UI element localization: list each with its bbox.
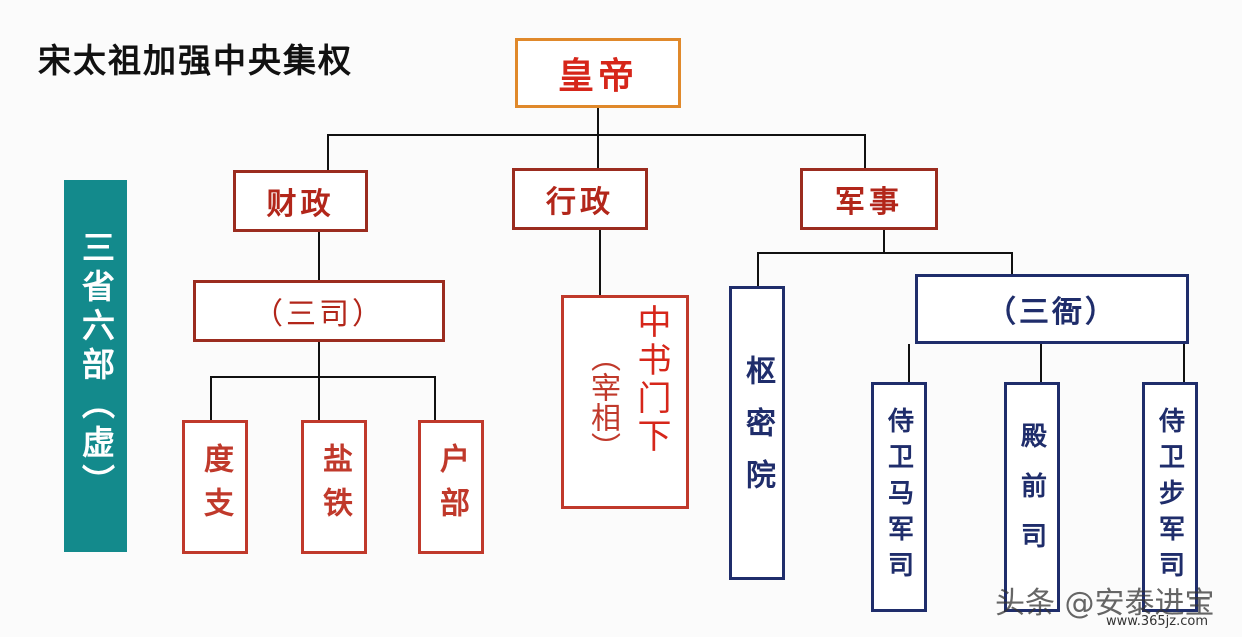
shiwei-bujun-label: 侍卫步军司 (1154, 407, 1185, 587)
shiwei-maijun-box: 侍卫马军司 (871, 382, 927, 612)
sidebar-banner: 三省六部（虚） (64, 180, 127, 552)
connector-line (210, 376, 212, 422)
shiwei-bujun-box: 侍卫步军司 (1142, 382, 1198, 612)
connector-line (327, 134, 866, 136)
shumiyuan-box: 枢密院 (729, 286, 785, 580)
connector-line (883, 230, 885, 254)
finance-label: 财政 (266, 187, 335, 222)
connector-line (318, 376, 320, 422)
zhongshu-box: 中书门下 （宰相） (561, 295, 689, 509)
connector-line (757, 252, 759, 288)
duzhi-label: 度支 (198, 443, 233, 531)
sansi-box: （三司） (193, 280, 445, 342)
connector-line (757, 252, 1013, 254)
emperor-label: 皇帝 (557, 56, 638, 97)
sansi-label: （三司） (253, 297, 385, 332)
connector-line (1040, 344, 1042, 382)
military-box: 军事 (800, 168, 938, 230)
zhongshu-main: 中书门下 (631, 304, 671, 456)
zhongshu-note: （宰相） (585, 342, 620, 462)
connector-line (318, 342, 320, 378)
connector-line (599, 230, 601, 296)
connector-line (864, 134, 866, 168)
connector-line (908, 344, 910, 382)
connector-line (1011, 252, 1013, 276)
connector-line (597, 108, 599, 136)
admin-box: 行政 (512, 168, 648, 230)
dianqian-label: 殿前司 (1016, 422, 1047, 572)
watermark: 头条 @安泰进宝 (995, 586, 1215, 621)
connector-line (434, 376, 436, 422)
hubu-box: 户部 (418, 420, 484, 554)
shumiyuan-label: 枢密院 (740, 355, 775, 511)
yantie-box: 盐铁 (301, 420, 367, 554)
site-watermark: www.365jz.com (1106, 614, 1208, 629)
connector-line (327, 134, 329, 172)
connector-line (210, 376, 436, 378)
shiwei-maijun-label: 侍卫马军司 (883, 407, 914, 587)
diagram-title: 宋太祖加强中央集权 (38, 41, 353, 80)
connector-line (1183, 344, 1185, 382)
sanya-label: （三衙） (986, 295, 1118, 330)
dianqian-box: 殿前司 (1004, 382, 1060, 612)
military-label: 军事 (835, 185, 903, 220)
duzhi-box: 度支 (182, 420, 248, 554)
yantie-label: 盐铁 (317, 443, 352, 531)
emperor-box: 皇帝 (515, 38, 681, 108)
admin-label: 行政 (546, 185, 614, 220)
connector-line (318, 232, 320, 280)
hubu-label: 户部 (434, 443, 469, 531)
sanya-box: （三衙） (915, 274, 1189, 344)
connector-line (597, 134, 599, 170)
finance-box: 财政 (233, 170, 368, 232)
